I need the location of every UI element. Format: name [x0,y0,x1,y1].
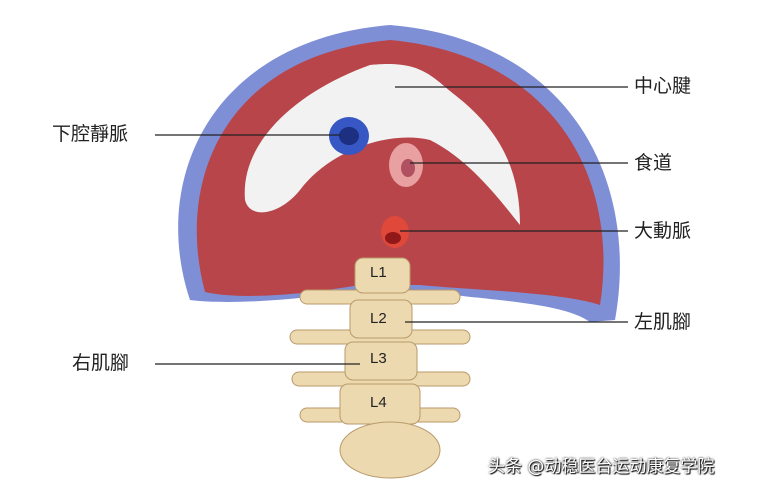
lumbar-spine [289,257,471,479]
vertebra-l2: L2 [370,310,387,327]
label-inferior-vena-cava: 下腔靜脈 [52,123,129,145]
watermark: 头条 @动稳医台运动康复学院 [488,457,715,477]
vertebra-l3: L3 [370,350,387,367]
vertebra-l4: L4 [370,394,387,411]
label-right-crus: 右肌腳 [72,352,130,374]
leader-lines [155,86,628,365]
label-left-crus: 左肌腳 [634,311,692,333]
label-central-tendon: 中心腱 [634,75,692,97]
label-esophagus: 食道 [634,152,673,174]
label-aorta: 大動脈 [634,220,692,242]
vertebra-l1: L1 [370,264,387,281]
central-tendon [244,64,521,225]
